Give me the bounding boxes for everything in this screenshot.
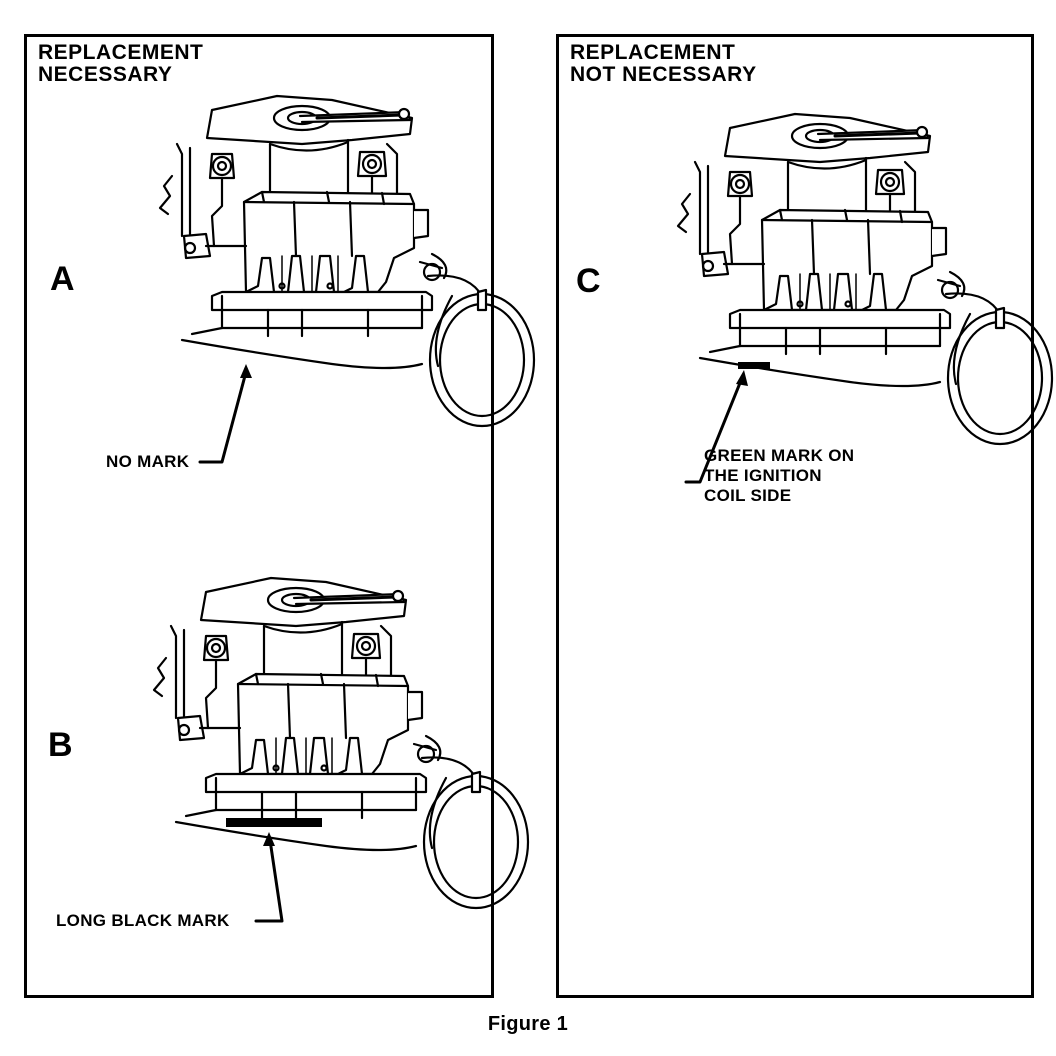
- figure-caption: Figure 1: [487, 1013, 569, 1035]
- callout-green-mark: GREEN MARK ON THE IGNITION COIL SIDE: [704, 446, 854, 506]
- callout-long-black-mark: LONG BLACK MARK: [56, 911, 230, 931]
- leader-long-black-mark: [254, 838, 284, 923]
- heading-line-2: NECESSARY: [38, 63, 173, 86]
- heading-line-1: REPLACEMENT: [570, 41, 736, 64]
- callout-line: NO MARK: [106, 452, 190, 471]
- heading-line-2: NOT NECESSARY: [570, 63, 757, 86]
- coil-illustration-c: [676, 112, 1054, 446]
- label-c: C: [576, 262, 601, 300]
- panel-replacement-not-necessary: [556, 34, 1034, 998]
- heading-line-1: REPLACEMENT: [38, 41, 204, 64]
- coil-illustration-a: [158, 94, 536, 428]
- callout-line: LONG BLACK MARK: [56, 911, 230, 930]
- label-a: A: [50, 260, 75, 298]
- long-black-mark: [226, 818, 322, 827]
- callout-line-1: GREEN MARK ON: [704, 446, 855, 465]
- callout-no-mark: NO MARK: [106, 452, 189, 472]
- leader-no-mark: [198, 370, 248, 464]
- label-b: B: [48, 726, 73, 764]
- green-mark: [738, 362, 770, 369]
- coil-illustration-b: [152, 576, 530, 910]
- callout-line-3: COIL SIDE: [704, 486, 792, 505]
- panel-heading-replacement-not-necessary: REPLACEMENT NOT NECESSARY: [570, 42, 757, 86]
- callout-line-2: THE IGNITION: [704, 466, 822, 485]
- leader-green-mark: [684, 376, 744, 484]
- panel-heading-replacement-necessary: REPLACEMENT NECESSARY: [38, 42, 203, 86]
